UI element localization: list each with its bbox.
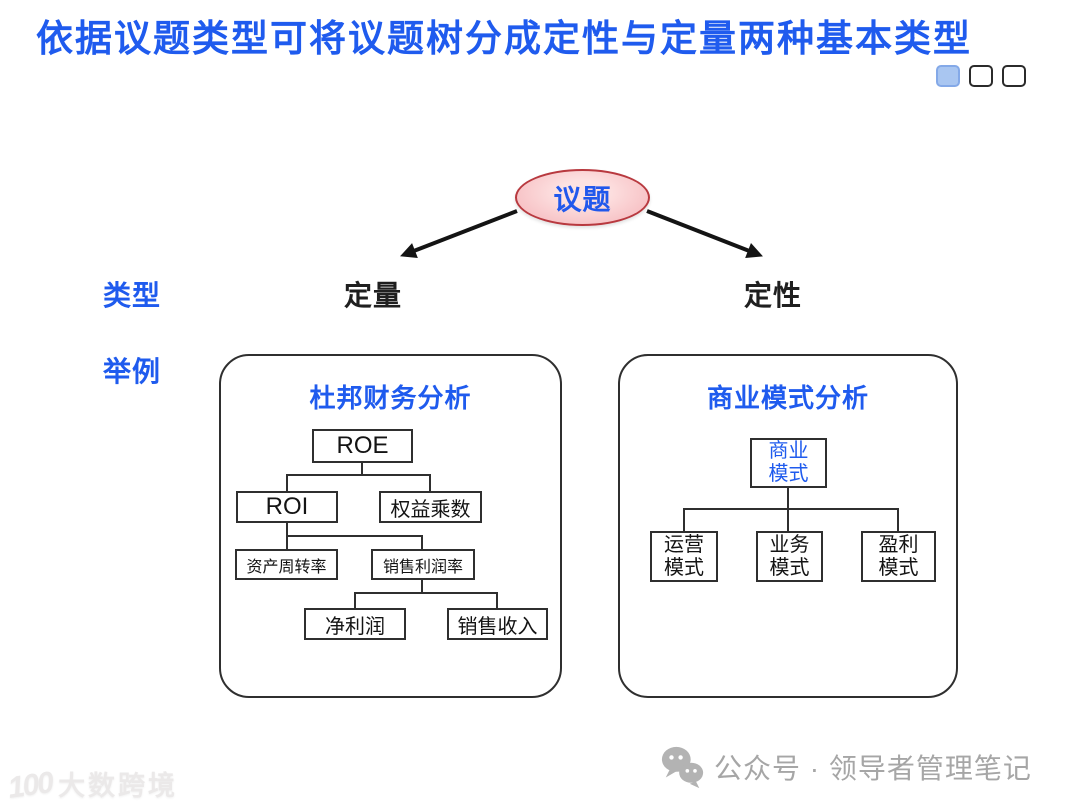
watermark-dashu: 100 大数跨境: [5, 764, 179, 805]
node-business-line-model: 业务 模式: [756, 531, 823, 582]
node-sales-revenue: 销售收入: [447, 608, 548, 640]
node-asset-turnover: 资产周转率: [235, 549, 338, 580]
issue-root-node: 议题: [515, 169, 650, 226]
wechat-icon: [661, 746, 704, 789]
pager-square-2: [969, 65, 993, 87]
connector: [429, 474, 431, 491]
node-business-line-model-line1: 业务: [769, 533, 810, 556]
row-label-type: 类型: [103, 280, 162, 311]
connector: [286, 535, 423, 537]
connector: [361, 463, 363, 476]
panel-dupont-analysis: 杜邦财务分析: [219, 354, 562, 698]
pager-square-3: [1002, 65, 1026, 87]
node-operating-model-line1: 运营: [664, 533, 704, 556]
connector: [683, 508, 685, 531]
connector: [787, 508, 789, 531]
connector: [421, 535, 423, 549]
connector: [496, 592, 498, 608]
node-operating-model-line2: 模式: [664, 556, 704, 579]
branch-label-qualitative: 定性: [744, 280, 803, 311]
row-label-example: 举例: [103, 356, 162, 387]
pager-square-active: [936, 65, 960, 87]
connector: [421, 580, 423, 594]
panel-business-title: 商业模式分析: [706, 383, 869, 413]
node-business-line-model-line2: 模式: [769, 556, 810, 579]
connector: [286, 474, 431, 476]
page-title: 依据议题类型可将议题树分成定性与定量两种基本类型: [36, 18, 972, 59]
connector: [787, 488, 789, 510]
connector: [286, 474, 288, 491]
slide-pager: [936, 65, 1026, 87]
branch-label-quantitative: 定量: [344, 280, 403, 311]
connector: [354, 592, 498, 594]
node-business-model-line2: 模式: [768, 463, 809, 485]
node-profit-model-line1: 盈利: [878, 533, 919, 556]
dashu-logo-icon: 100: [5, 766, 55, 805]
wechat-footer: 公众号 · 领导者管理笔记: [660, 744, 1032, 790]
watermark-text: 大数跨境: [58, 771, 179, 801]
panel-dupont-title: 杜邦财务分析: [309, 383, 472, 413]
connector: [683, 508, 899, 510]
connector: [897, 508, 899, 531]
connector: [354, 592, 356, 608]
node-profit-margin: 销售利润率: [371, 549, 475, 580]
arrow-to-quantitative: [400, 209, 518, 258]
node-operating-model: 运营 模式: [650, 531, 718, 582]
node-net-profit: 净利润: [304, 608, 406, 640]
node-roi: ROI: [236, 491, 338, 523]
node-equity-multiplier: 权益乘数: [379, 491, 482, 523]
wechat-account-label: 公众号 · 领导者管理笔记: [714, 753, 1032, 784]
node-profit-model-line2: 模式: [878, 556, 919, 579]
node-business-model-line1: 商业: [768, 440, 809, 462]
arrow-to-qualitative: [646, 209, 763, 258]
node-roe: ROE: [312, 429, 413, 463]
issue-root-label: 议题: [553, 183, 612, 215]
node-business-model-root: 商业 模式: [750, 438, 827, 488]
node-profit-model: 盈利 模式: [861, 531, 936, 582]
